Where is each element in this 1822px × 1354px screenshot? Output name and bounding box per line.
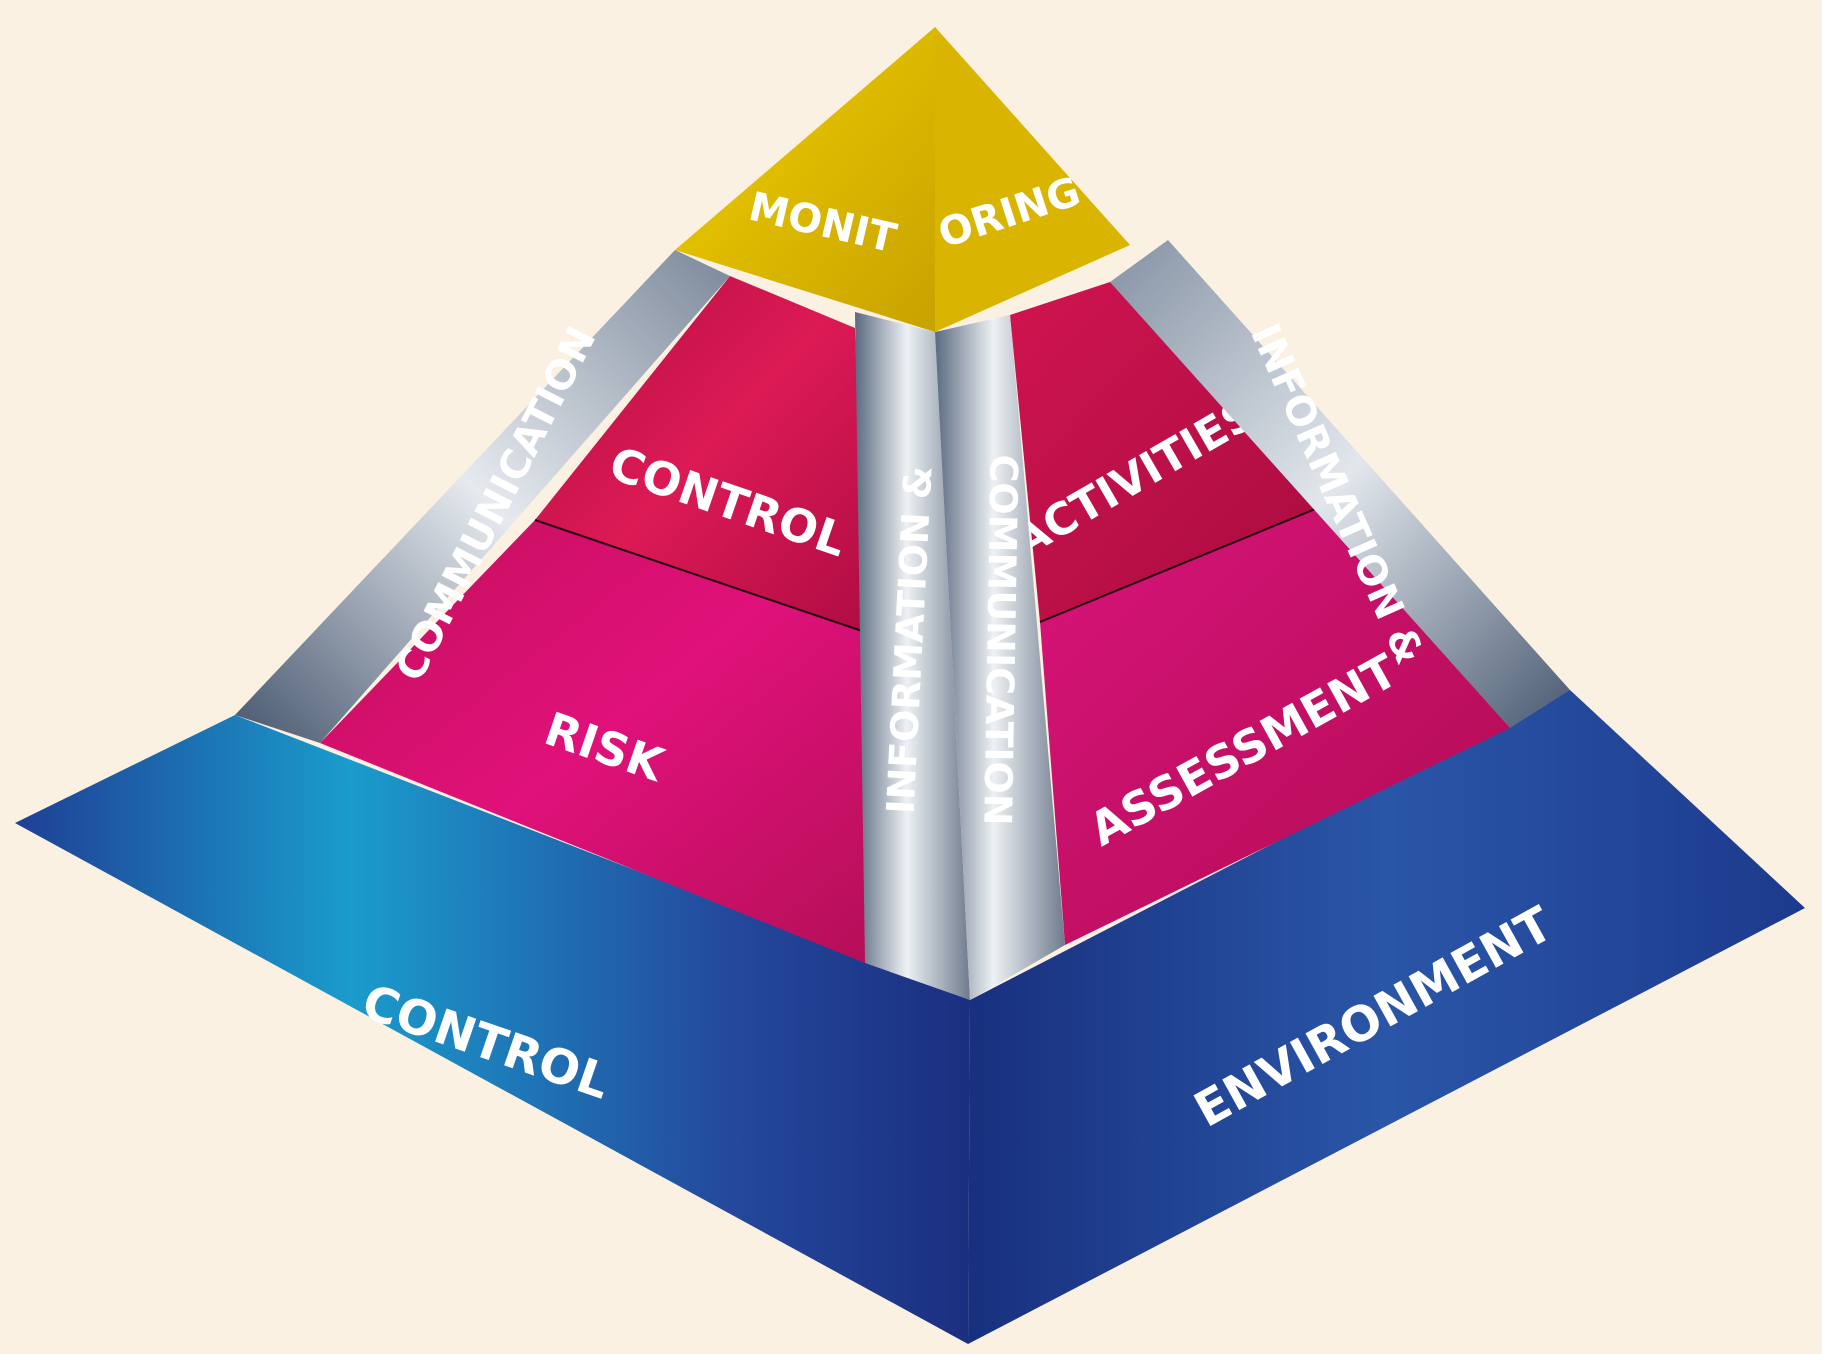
risk-assessment-left-face [320, 520, 865, 963]
monitoring-right-face [935, 27, 1130, 332]
control-environment-left-face [15, 715, 970, 1344]
information-communication-layer: COMMUNICATION INFORMATION & COMMUNICATIO… [235, 240, 1570, 1000]
monitoring-left-face [675, 27, 935, 332]
info-comm-center-right-band [935, 315, 1065, 1000]
monitoring-layer: MONIT ORING [675, 27, 1130, 332]
control-environment-layer: CONTROL ENVIRONMENT [15, 690, 1805, 1344]
info-comm-left-edge-band [235, 250, 730, 743]
control-activities-layer: CONTROL ACTIVITIES [534, 276, 1326, 633]
control-environment-right-face [968, 690, 1805, 1344]
risk-assessment-right-face [1040, 505, 1510, 945]
info-comm-right-edge-band [1110, 240, 1570, 728]
risk-control-divider-right [1039, 504, 1326, 623]
info-comm-center-right-label: COMMUNICATION [975, 454, 1025, 826]
info-comm-center-left-band [855, 312, 970, 1000]
control-activities-left-face [535, 276, 865, 632]
risk-control-divider-left [534, 519, 866, 633]
